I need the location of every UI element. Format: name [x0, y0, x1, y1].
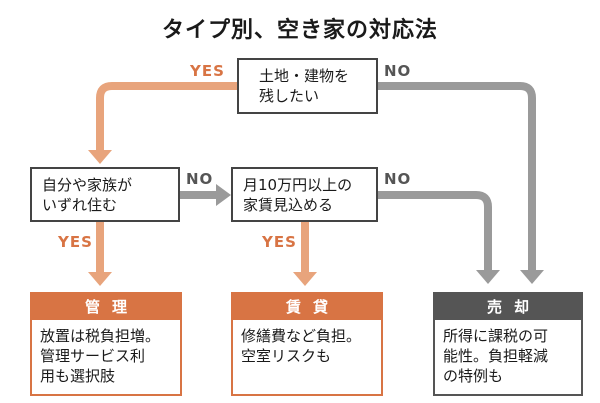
result-rent-body: 修繕費など負担。 空室リスクも — [233, 320, 381, 372]
page-title: タイプ別、空き家の対応法 — [161, 18, 438, 43]
question-line: 自分や家族が — [42, 176, 133, 194]
result-manage: 管理 放置は税負担増。 管理サービス利 用も選択肢 — [30, 292, 182, 396]
arrow-q1-yes — [96, 82, 237, 150]
label-q1-yes: YES — [190, 62, 225, 80]
arrowhead-q1-yes — [88, 150, 112, 164]
result-line: 用も選択肢 — [40, 367, 116, 385]
result-line: 空室リスクも — [241, 347, 332, 365]
arrowhead-q3-yes — [293, 272, 317, 286]
arrow-q1-no — [378, 82, 536, 270]
question-rent-expect: 月10万円以上の 家賃見込める — [231, 167, 378, 222]
label-q2-no: NO — [186, 170, 214, 188]
result-sell-body: 所得に課税の可 能性。負担軽減 の特例も — [435, 320, 581, 392]
arrowhead-q2-no — [216, 184, 231, 206]
label-q2-yes: YES — [58, 233, 93, 251]
arrow-q3-no — [378, 191, 492, 270]
result-sell-title: 売却 — [435, 294, 581, 320]
arrowhead-q3-no — [476, 270, 500, 284]
result-manage-title: 管理 — [32, 294, 180, 320]
question-line: 土地・建物を — [259, 67, 350, 85]
result-line: 管理サービス利 — [40, 347, 146, 365]
result-line: 能性。負担軽減 — [443, 347, 549, 365]
arrowhead-q2-yes — [88, 272, 112, 286]
result-line: 修繕費など負担。 — [241, 327, 362, 345]
question-line: 残したい — [259, 87, 320, 105]
result-sell: 売却 所得に課税の可 能性。負担軽減 の特例も — [433, 292, 583, 396]
result-line: 所得に課税の可 — [443, 327, 549, 345]
result-line: 放置は税負担増。 — [40, 327, 161, 345]
result-rent-title: 賃貸 — [233, 294, 381, 320]
question-line: いずれ住む — [42, 196, 118, 214]
question-line: 家賃見込める — [243, 196, 334, 214]
label-q3-no: NO — [384, 170, 412, 188]
question-family-live: 自分や家族が いずれ住む — [30, 167, 180, 222]
label-q1-no: NO — [384, 62, 412, 80]
question-keep-property: 土地・建物を 残したい — [237, 58, 378, 114]
result-rent: 賃貸 修繕費など負担。 空室リスクも — [231, 292, 383, 396]
result-manage-body: 放置は税負担増。 管理サービス利 用も選択肢 — [32, 320, 180, 392]
result-line: の特例も — [443, 367, 504, 385]
question-line: 月10万円以上の — [243, 176, 353, 194]
label-q3-yes: YES — [262, 233, 297, 251]
arrowhead-q1-no — [520, 270, 544, 284]
